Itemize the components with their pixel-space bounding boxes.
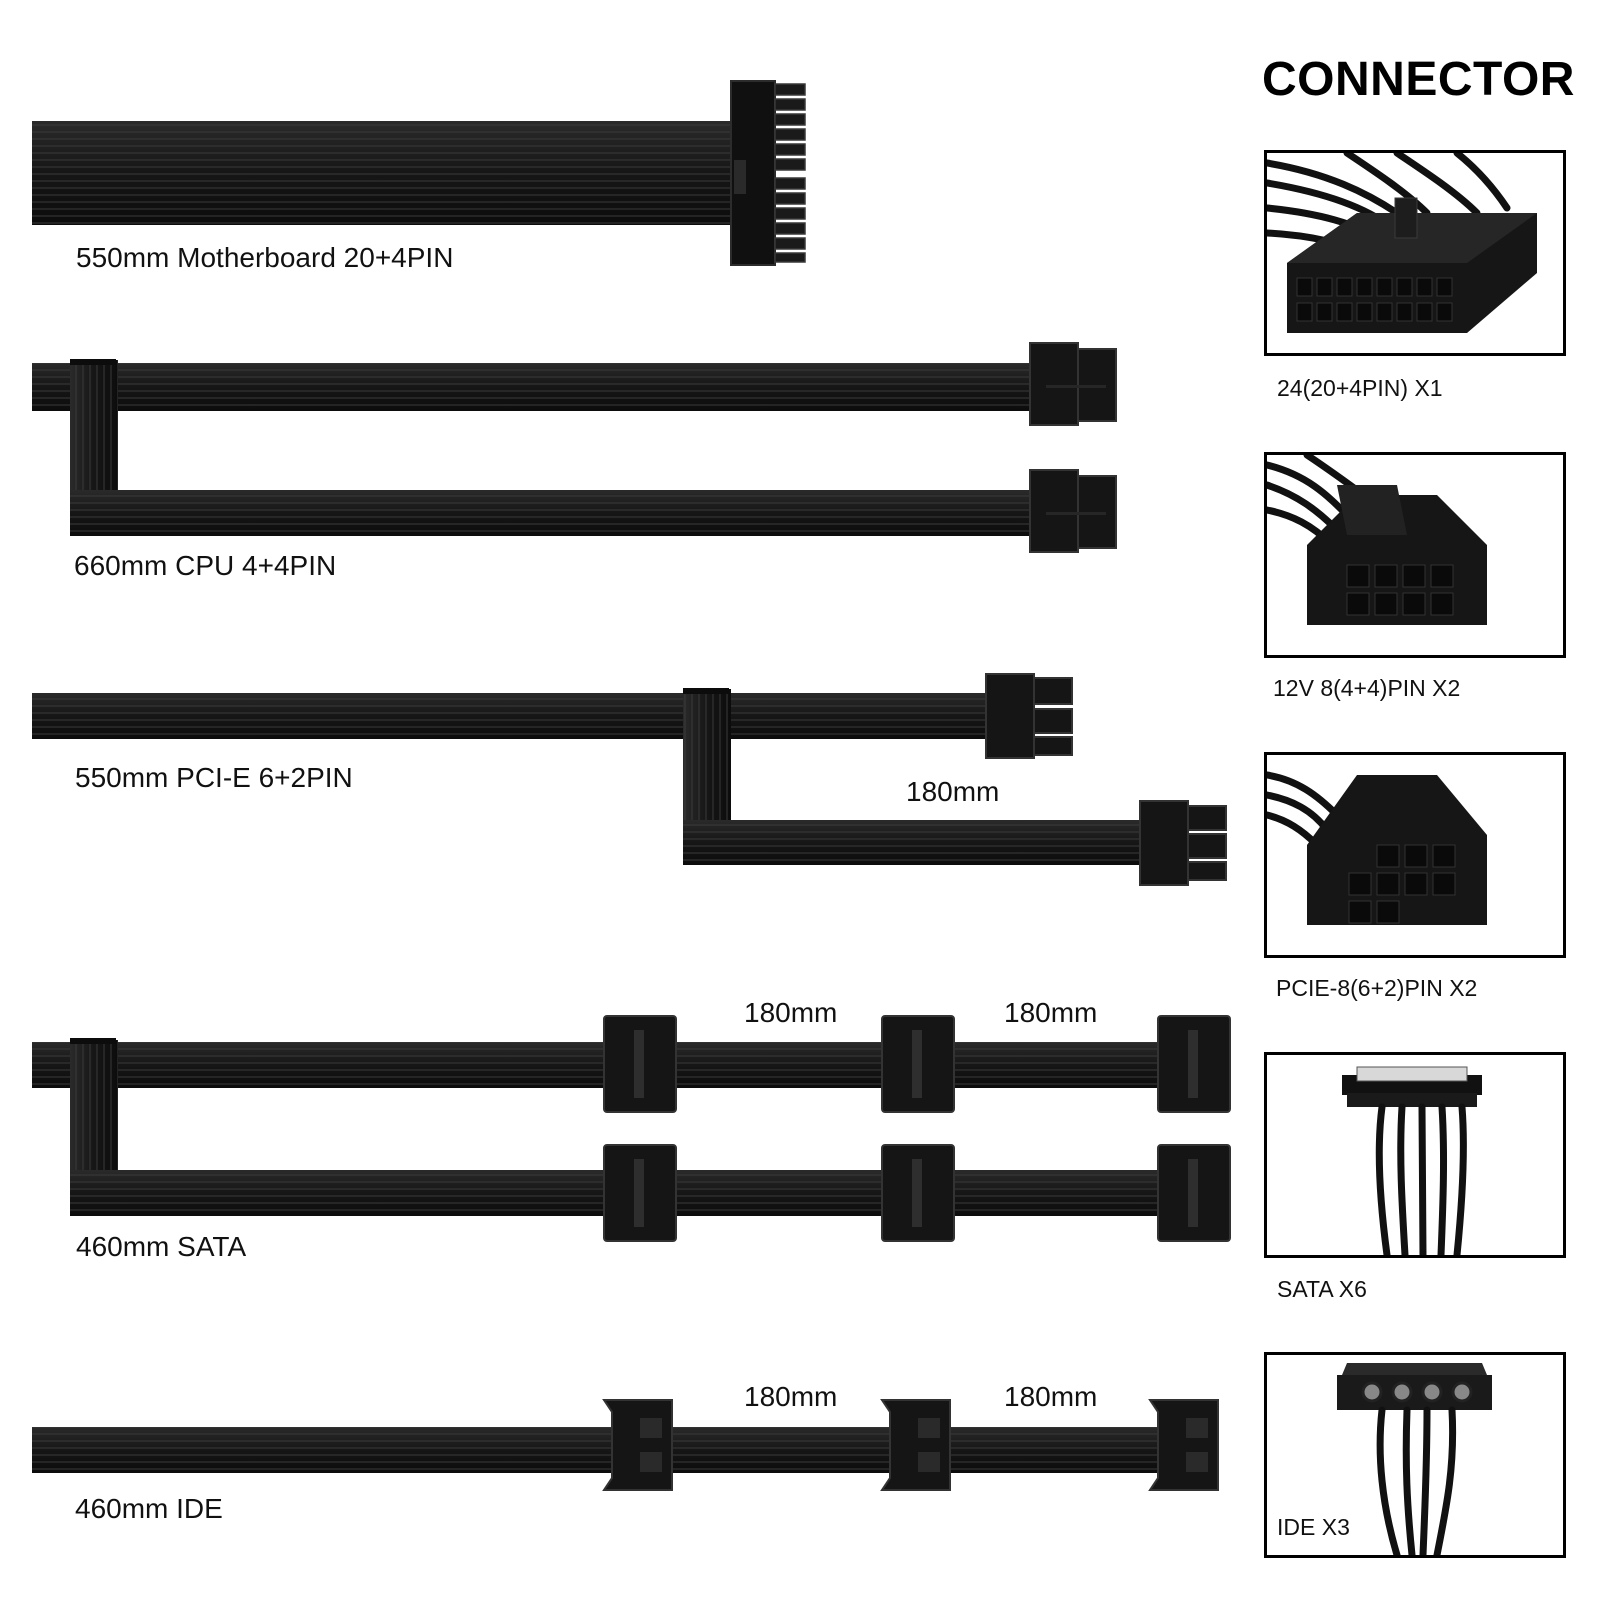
motherboard-cable [32,80,806,266]
pcie-cable [32,673,1227,886]
connector-photo-pcie [1264,752,1566,958]
ide-segment-length-1: 180mm [744,1381,838,1412]
connector-caption-cpu: 12V 8(4+4)PIN X2 [1273,675,1461,701]
cable-label-sata: 460mm SATA [76,1231,247,1262]
sata-segment-length-2: 180mm [1004,997,1098,1028]
ide-cable [32,1399,1219,1491]
connector-caption-ide: IDE X3 [1277,1514,1350,1540]
cpu-cable [32,342,1117,553]
cable-label-motherboard: 550mm Motherboard 20+4PIN [76,242,454,273]
pcie-segment-length: 180mm [906,776,1000,807]
sata-segment-length-1: 180mm [744,997,838,1028]
cable-label-pcie: 550mm PCI-E 6+2PIN [75,762,353,793]
cable-label-ide: 460mm IDE [75,1493,223,1524]
connector-photo-sata [1264,1052,1566,1258]
connector-photo-24pin [1264,150,1566,356]
cable-label-cpu: 660mm CPU 4+4PIN [74,550,337,581]
connector-photo-ide [1264,1352,1566,1558]
connector-caption-pcie: PCIE-8(6+2)PIN X2 [1276,975,1478,1001]
sata-cable [32,1015,1231,1242]
connector-heading: CONNECTOR [1262,53,1575,106]
connector-photo-cpu [1264,452,1566,658]
ide-segment-length-2: 180mm [1004,1381,1098,1412]
connector-caption-sata: SATA X6 [1277,1276,1367,1302]
connector-caption-24pin: 24(20+4PIN) X1 [1277,375,1443,401]
